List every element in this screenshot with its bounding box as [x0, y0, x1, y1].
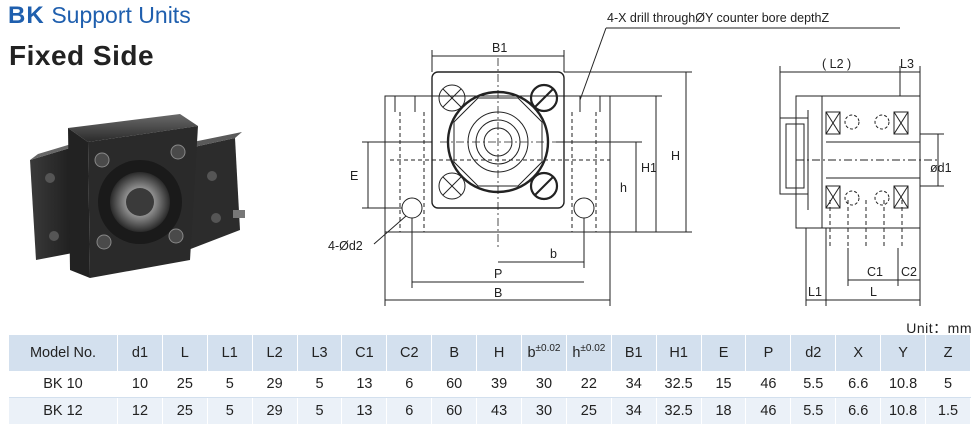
label-L2: ( L2 ) [822, 57, 851, 71]
tolerance-label: ±0.02 [580, 343, 606, 354]
table-cell: 29 [252, 397, 298, 424]
column-header-h1: H1 [656, 335, 702, 371]
table-cell: 5 [207, 371, 253, 398]
column-header-y: Y [880, 335, 927, 371]
table-cell: 5 [207, 397, 253, 424]
table-cell: BK 10 [9, 371, 118, 398]
column-header-l1: L1 [207, 335, 253, 371]
table-cell: 6.6 [835, 371, 882, 398]
label-B1: B1 [492, 41, 507, 55]
column-header-c2: C2 [386, 335, 433, 371]
table-cell: 6.6 [835, 397, 882, 424]
label-B: B [494, 286, 502, 300]
table-cell: 29 [252, 371, 298, 398]
table-cell: 13 [341, 371, 388, 398]
side-view [779, 66, 944, 306]
table-cell: 10.8 [880, 397, 927, 424]
technical-drawing: 4-X drill throughØY counter bore depthZ … [328, 11, 952, 306]
bore-note: 4-X drill throughØY counter bore depthZ [607, 11, 829, 25]
column-header-c1: C1 [341, 335, 388, 371]
table-cell: 5 [925, 371, 971, 398]
label-L1: L1 [808, 285, 822, 299]
label-d1: ød1 [930, 161, 952, 175]
column-header-b: b±0.02 [521, 335, 567, 371]
table-cell: 15 [701, 371, 747, 398]
column-header-d1: d1 [117, 335, 163, 371]
page-subtitle: Fixed Side [9, 40, 155, 71]
column-header-l: L [162, 335, 208, 371]
column-header-z: Z [925, 335, 971, 371]
table-cell: 43 [476, 397, 523, 424]
table-cell: BK 12 [9, 397, 118, 424]
column-header-h: h±0.02 [566, 335, 612, 371]
table-cell: 18 [701, 397, 747, 424]
column-header-p: P [745, 335, 792, 371]
table-cell: 12 [117, 397, 163, 424]
table-cell: 60 [431, 397, 478, 424]
column-header-d2: d2 [790, 335, 837, 371]
column-header-b1: B1 [611, 335, 657, 371]
column-header-l3: L3 [297, 335, 343, 371]
table-cell: 6 [386, 397, 433, 424]
table-cell: 5.5 [790, 397, 837, 424]
table-cell: 1.5 [925, 397, 971, 424]
table-cell: 60 [431, 371, 478, 398]
table-cell: 5 [297, 371, 343, 398]
label-L: L [870, 285, 877, 299]
label-H: H [671, 149, 680, 163]
column-header-h: H [476, 335, 523, 371]
unit-label: Unit：mm [906, 320, 972, 336]
table-cell: 32.5 [656, 397, 702, 424]
label-H1: H1 [641, 161, 657, 175]
table-cell: 30 [521, 397, 567, 424]
column-header-e: E [701, 335, 747, 371]
label-h: h [620, 181, 627, 195]
product-photo [30, 114, 245, 278]
hole-note: 4-Ød2 [328, 239, 363, 253]
column-header-l2: L2 [252, 335, 298, 371]
series-name: Support Units [51, 2, 191, 28]
table-cell: 25 [162, 397, 208, 424]
table-cell: 22 [566, 371, 612, 398]
series-header: BK Support Units [8, 2, 191, 30]
front-view [362, 27, 900, 306]
table-cell: 34 [611, 397, 657, 424]
table-cell: 10.8 [880, 371, 927, 398]
table-cell: 30 [521, 371, 567, 398]
label-L3: L3 [900, 57, 914, 71]
table-cell: 25 [566, 397, 612, 424]
table-cell: 6 [386, 371, 433, 398]
table-cell: 46 [745, 397, 792, 424]
table-cell: 39 [476, 371, 523, 398]
table-cell: 5.5 [790, 371, 837, 398]
table-cell: 34 [611, 371, 657, 398]
column-header-b: B [431, 335, 478, 371]
label-E: E [350, 169, 358, 183]
label-C1: C1 [867, 265, 883, 279]
column-header-model-no-: Model No. [9, 335, 118, 371]
label-b: b [550, 247, 557, 261]
table-cell: 46 [745, 371, 792, 398]
tolerance-label: ±0.02 [535, 343, 561, 354]
column-header-x: X [835, 335, 882, 371]
table-cell: 32.5 [656, 371, 702, 398]
label-P: P [494, 267, 502, 281]
series-code: BK [8, 2, 45, 29]
table-cell: 10 [117, 371, 163, 398]
label-C2: C2 [901, 265, 917, 279]
table-cell: 5 [297, 397, 343, 424]
table-cell: 13 [341, 397, 388, 424]
table-cell: 25 [162, 371, 208, 398]
